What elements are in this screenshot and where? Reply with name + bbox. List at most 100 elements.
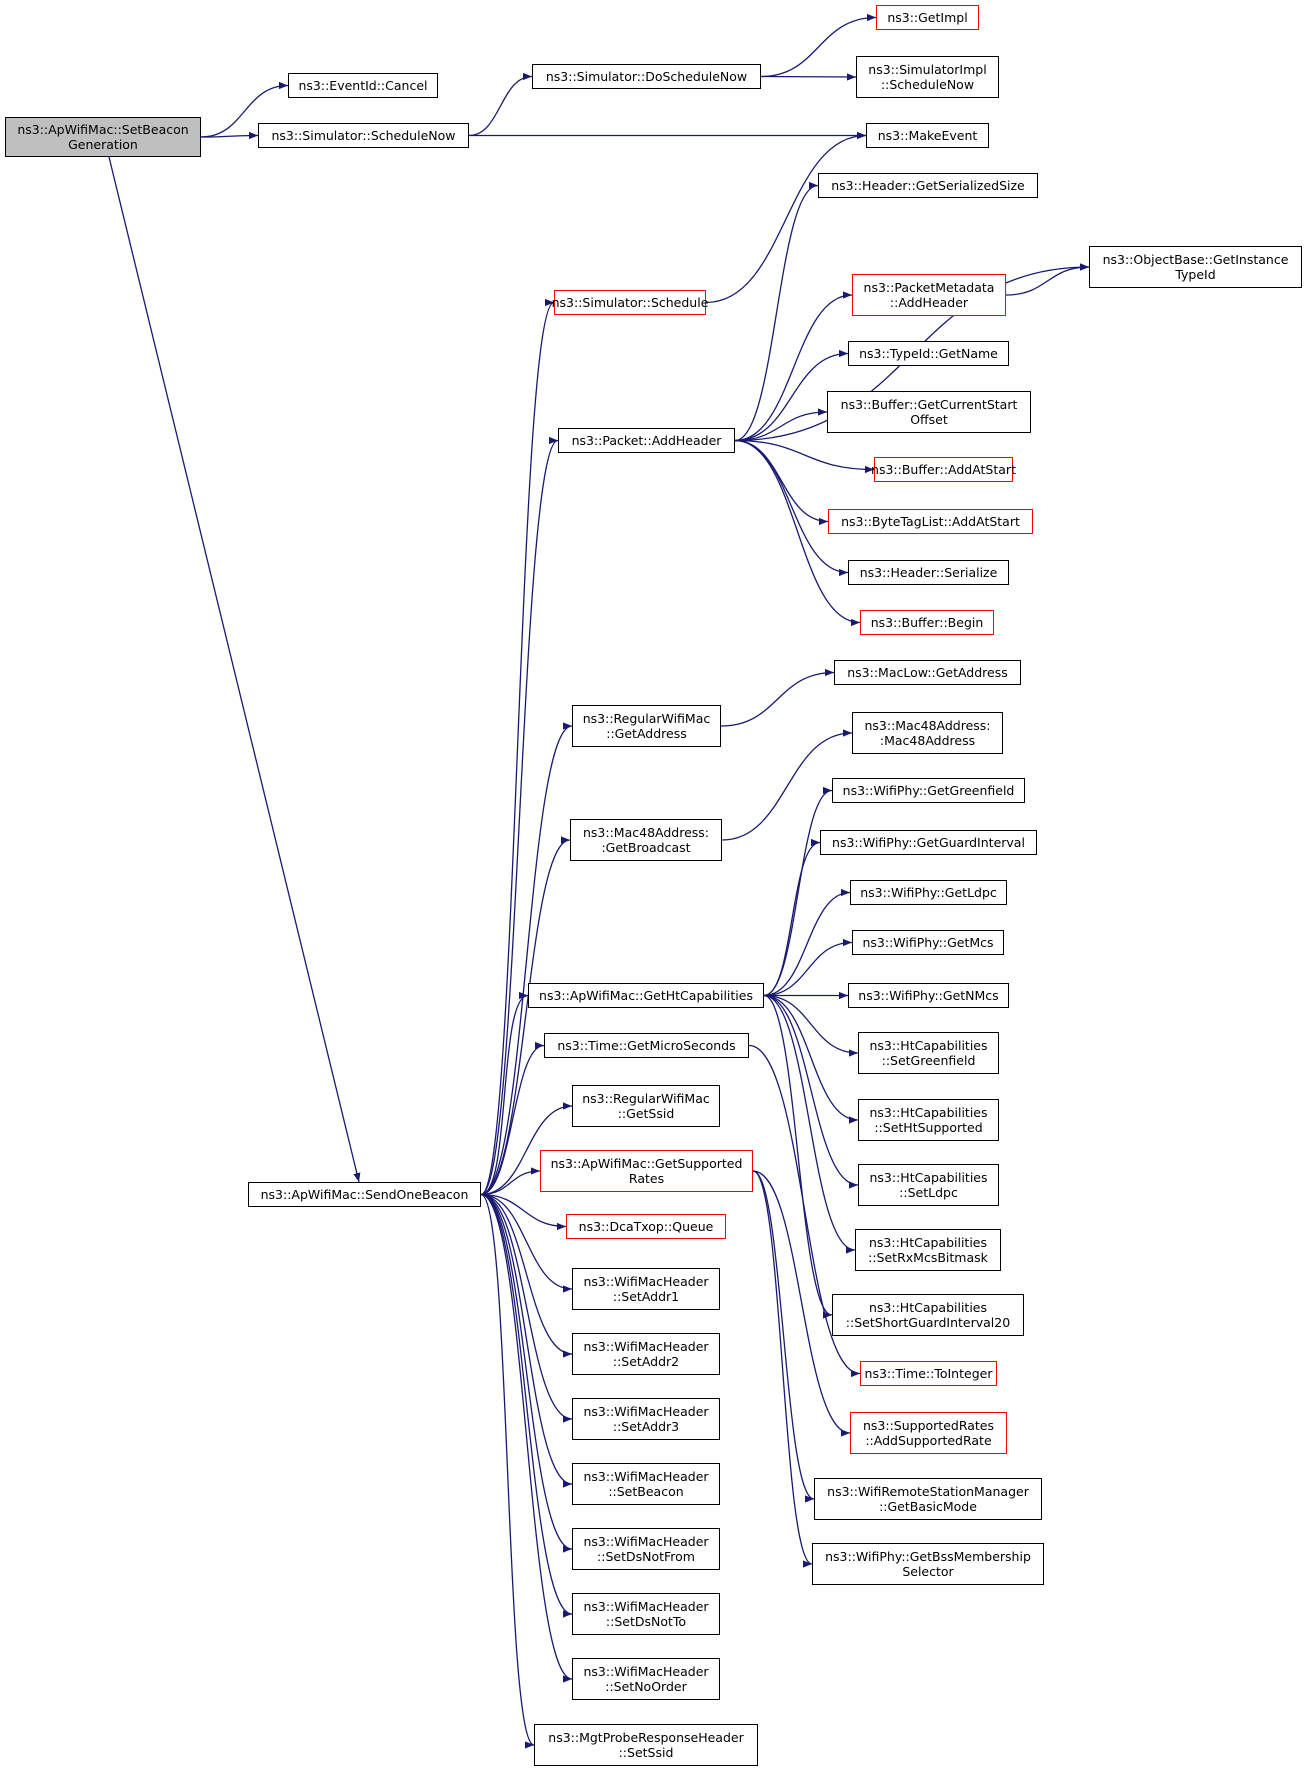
node-setldpc[interactable]: ns3::HtCapabilities::SetLdpc (858, 1164, 999, 1206)
edge-sendonebeacon-to-setbeacon (480, 1193, 573, 1488)
node-getbasicmode[interactable]: ns3::WifiRemoteStationManager::GetBasicM… (814, 1478, 1042, 1520)
node-label-line: TypeId (1175, 267, 1216, 282)
node-maclow-getaddress[interactable]: ns3::MacLow::GetAddress (834, 660, 1021, 685)
edge-sendonebeacon-to-packet_addheader (480, 437, 559, 1196)
node-buffer-begin[interactable]: ns3::Buffer::Begin (860, 610, 994, 635)
node-label-line: ns3::Simulator::Schedule (551, 295, 709, 310)
edge-sendonebeacon-to-setnoorder (480, 1193, 573, 1683)
node-getserializedsize[interactable]: ns3::Header::GetSerializedSize (818, 173, 1038, 198)
node-getmcs[interactable]: ns3::WifiPhy::GetMcs (852, 930, 1004, 955)
node-label-line: ns3::Header::GetSerializedSize (831, 178, 1025, 193)
node-getbroadcast[interactable]: ns3::Mac48Address::GetBroadcast (570, 819, 722, 861)
node-label-line: ns3::Time::ToInteger (864, 1366, 993, 1381)
node-makeevent[interactable]: ns3::MakeEvent (866, 123, 989, 148)
node-label-line: ::SetGreenfield (881, 1053, 976, 1068)
node-sendonebeacon[interactable]: ns3::ApWifiMac::SendOneBeacon (248, 1182, 481, 1207)
node-typeid-getname[interactable]: ns3::TypeId::GetName (848, 341, 1009, 366)
node-label-line: ::GetBasicMode (879, 1499, 977, 1514)
node-setaddr1[interactable]: ns3::WifiMacHeader::SetAddr1 (572, 1268, 720, 1310)
node-schedule[interactable]: ns3::Simulator::Schedule (551, 290, 709, 315)
node-label-line: ns3::Mac48Address: (582, 825, 710, 840)
node-label-line: ns3::WifiMacHeader (583, 1534, 709, 1549)
edge-sendonebeacon-to-setaddr1 (480, 1193, 573, 1293)
node-label-line: ::SetAddr3 (612, 1419, 680, 1434)
node-getldpc[interactable]: ns3::WifiPhy::GetLdpc (850, 880, 1007, 905)
node-implschedulenow[interactable]: ns3::SimulatorImpl::ScheduleNow (856, 56, 999, 98)
node-label-line: ::SetDsNotFrom (597, 1549, 695, 1564)
edge-pm_addheader-to-getinstancetypeid (1005, 263, 1090, 296)
node-setbeacon[interactable]: ns3::WifiMacHeader::SetBeacon (572, 1463, 720, 1505)
node-getgreenfield[interactable]: ns3::WifiPhy::GetGreenfield (832, 778, 1025, 803)
edge-packet_addheader-to-buffer_begin (734, 439, 861, 627)
node-label-line: ns3::HtCapabilities (869, 1105, 988, 1120)
edge-root-to-schedulenow (200, 131, 259, 140)
node-label-line: ::SetAddr2 (612, 1354, 680, 1369)
edge-regular_getaddress-to-maclow_getaddress (720, 668, 835, 727)
node-getguardinterval[interactable]: ns3::WifiPhy::GetGuardInterval (820, 830, 1037, 855)
node-label-line: ns3::RegularWifiMac (582, 1091, 710, 1106)
node-label-line: ns3::WifiMacHeader (583, 1404, 709, 1419)
node-gethtcapabilities[interactable]: ns3::ApWifiMac::GetHtCapabilities (528, 983, 764, 1008)
edge-schedulenow-to-doschedulenow (468, 72, 533, 137)
edge-gethtcapabilities-to-getmcs (763, 938, 853, 997)
node-label-line: ns3::ObjectBase::GetInstance (1102, 252, 1289, 267)
node-regular-getaddress[interactable]: ns3::RegularWifiMac::GetAddress (572, 705, 721, 747)
node-schedulenow[interactable]: ns3::Simulator::ScheduleNow (258, 123, 469, 148)
edge-sendonebeacon-to-gethtcapabilities (480, 991, 529, 1196)
node-setdsnotfrom[interactable]: ns3::WifiMacHeader::SetDsNotFrom (572, 1528, 720, 1570)
node-mac48-ctor[interactable]: ns3::Mac48Address::Mac48Address (852, 712, 1003, 754)
node-mgt-setssid[interactable]: ns3::MgtProbeResponseHeader::SetSsid (534, 1724, 758, 1766)
node-label-line: ns3::Buffer::GetCurrentStart (840, 397, 1018, 412)
node-packet-addheader[interactable]: ns3::Packet::AddHeader (558, 428, 735, 453)
node-setnoorder[interactable]: ns3::WifiMacHeader::SetNoOrder (572, 1658, 720, 1700)
node-sethtsupported[interactable]: ns3::HtCapabilities::SetHtSupported (858, 1099, 999, 1141)
node-label-line: :GetBroadcast (601, 840, 691, 855)
node-label-line: ::GetAddress (606, 726, 687, 741)
node-setshortguardinterval20[interactable]: ns3::HtCapabilities::SetShortGuardInterv… (832, 1294, 1024, 1336)
node-addsupportedrate[interactable]: ns3::SupportedRates::AddSupportedRate (850, 1412, 1007, 1454)
node-label-line: ns3::WifiMacHeader (583, 1274, 709, 1289)
node-label-line: ::GetSsid (617, 1106, 675, 1121)
node-getnmcs[interactable]: ns3::WifiPhy::GetNMcs (848, 983, 1009, 1008)
node-setaddr2[interactable]: ns3::WifiMacHeader::SetAddr2 (572, 1333, 720, 1375)
node-label-line: ns3::PacketMetadata (863, 280, 995, 295)
node-label-line: ::SetRxMcsBitmask (868, 1250, 988, 1265)
edge-sendonebeacon-to-schedule (480, 299, 555, 1196)
node-setdsnotto[interactable]: ns3::WifiMacHeader::SetDsNotTo (572, 1593, 720, 1635)
node-tointeger[interactable]: ns3::Time::ToInteger (860, 1361, 997, 1386)
node-getmicroseconds[interactable]: ns3::Time::GetMicroSeconds (544, 1033, 749, 1058)
node-label-line: Offset (910, 412, 948, 427)
edge-gethtcapabilities-to-setrxmcsbitmask (763, 994, 856, 1254)
edge-packet_addheader-to-typeid_getname (734, 349, 849, 442)
node-cancel[interactable]: ns3::EventId::Cancel (288, 73, 438, 98)
node-label-line: Generation (68, 137, 138, 152)
node-label-line: ns3::ApWifiMac::GetHtCapabilities (539, 988, 753, 1003)
node-label-line: ns3::Simulator::DoScheduleNow (545, 69, 748, 84)
node-label-line: ns3::HtCapabilities (868, 1235, 988, 1250)
edge-root-to-sendonebeacon (108, 156, 361, 1183)
node-setrxmcsbitmask[interactable]: ns3::HtCapabilities::SetRxMcsBitmask (855, 1229, 1001, 1271)
node-bytetaglist-addatstart[interactable]: ns3::ByteTagList::AddAtStart (828, 509, 1033, 534)
node-setaddr3[interactable]: ns3::WifiMacHeader::SetAddr3 (572, 1398, 720, 1440)
node-buffer-addatstart[interactable]: ns3::Buffer::AddAtStart (871, 457, 1016, 482)
node-getssid[interactable]: ns3::RegularWifiMac::GetSsid (572, 1085, 720, 1127)
node-doschedulenow[interactable]: ns3::Simulator::DoScheduleNow (532, 64, 761, 89)
edge-sendonebeacon-to-getsupportedrates (480, 1167, 541, 1196)
node-label-line: ns3::WifiRemoteStationManager (827, 1484, 1029, 1499)
edge-getsupportedrates-to-getbssmembership (752, 1170, 813, 1568)
node-header-serialize[interactable]: ns3::Header::Serialize (848, 560, 1009, 585)
node-setgreenfield[interactable]: ns3::HtCapabilities::SetGreenfield (858, 1032, 999, 1074)
edge-sendonebeacon-to-regular_getaddress (480, 722, 573, 1196)
node-pm-addheader[interactable]: ns3::PacketMetadata::AddHeader (852, 274, 1006, 316)
edge-root-to-cancel (200, 81, 289, 138)
node-getimpl[interactable]: ns3::GetImpl (876, 5, 979, 30)
edge-sendonebeacon-to-setdsnotfrom (480, 1193, 573, 1553)
node-label-line: :Mac48Address (879, 733, 976, 748)
node-queue[interactable]: ns3::DcaTxop::Queue (566, 1214, 726, 1239)
